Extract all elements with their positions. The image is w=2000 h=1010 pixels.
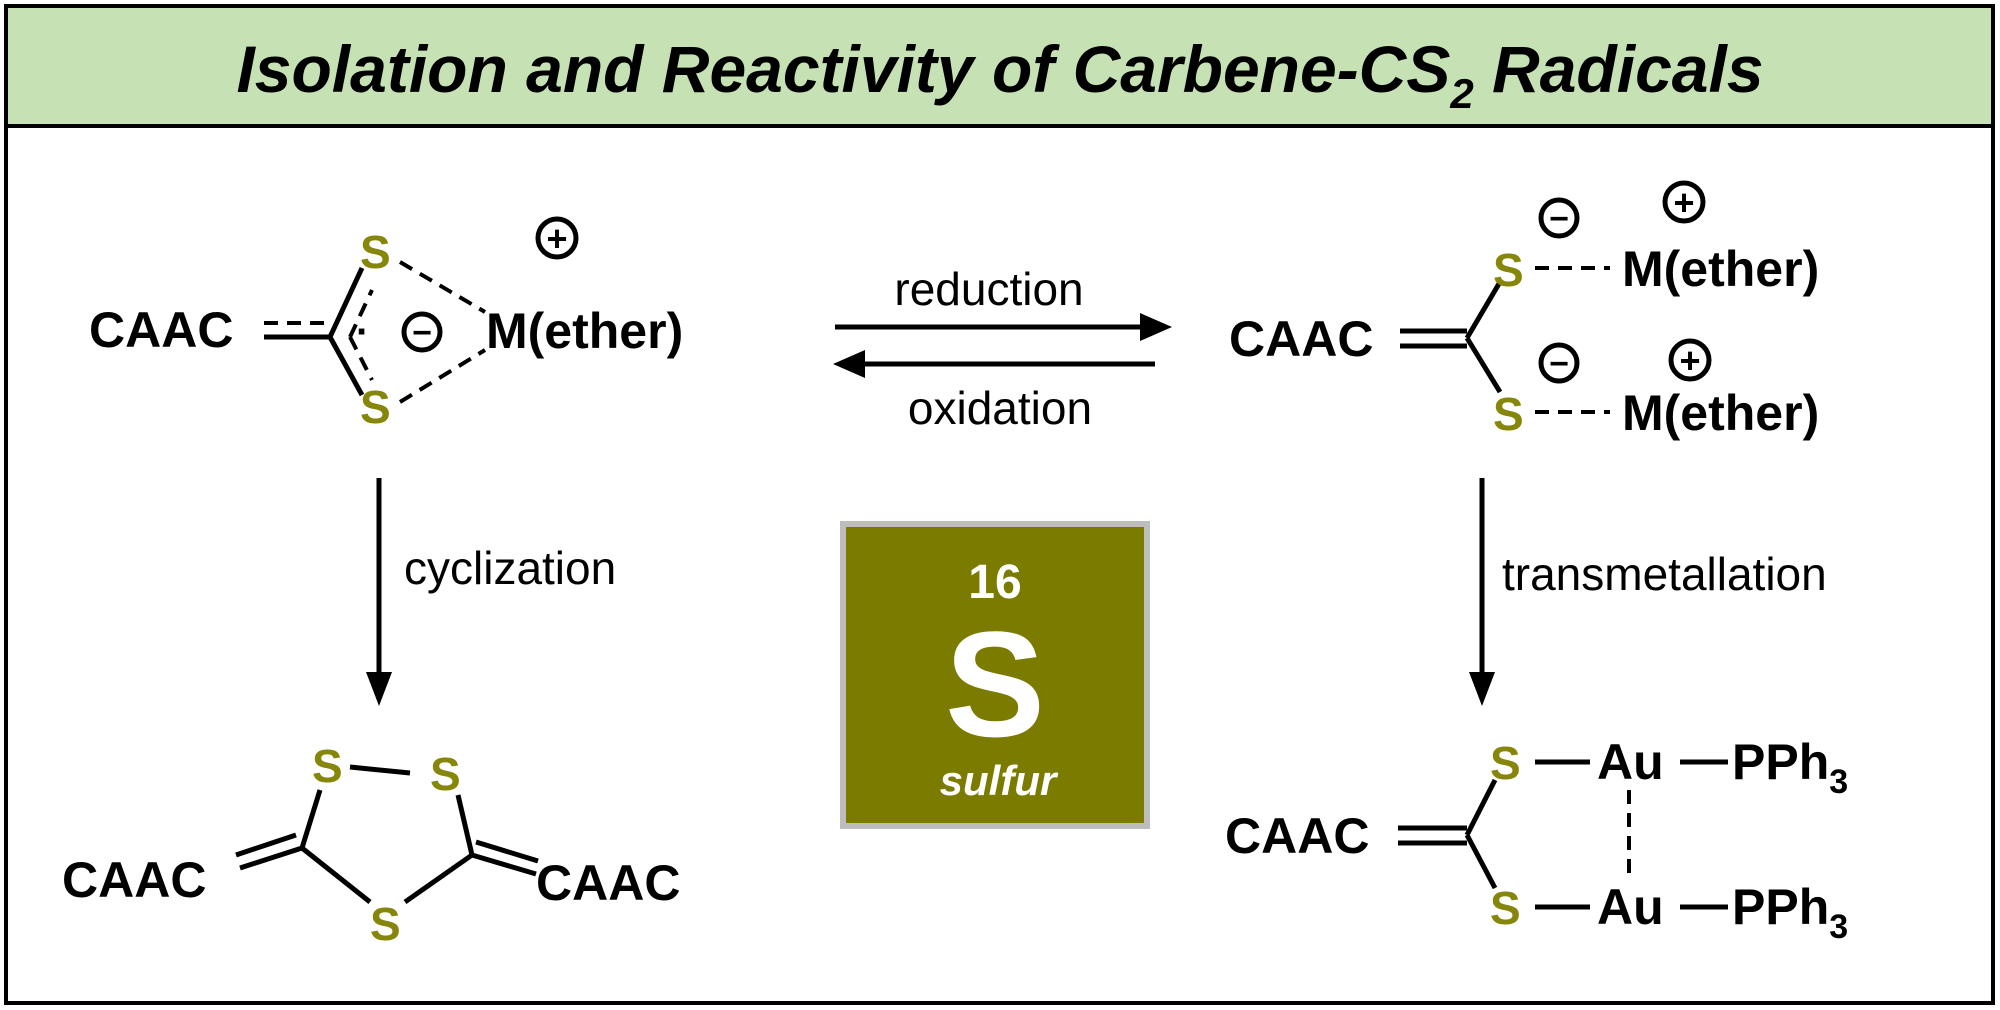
svg-text:S: S — [370, 898, 401, 950]
svg-text:Au: Au — [1597, 734, 1664, 790]
svg-text:16: 16 — [968, 556, 1021, 609]
svg-text:M(ether): M(ether) — [1622, 385, 1819, 441]
svg-text:−: − — [412, 314, 432, 352]
sulfur-element-tile: 16 S sulfur — [840, 521, 1150, 829]
svg-text:−: − — [1549, 200, 1569, 238]
svg-text:S: S — [430, 748, 461, 800]
reduction-label: reduction — [894, 263, 1083, 315]
plus-charge-icon — [535, 216, 579, 260]
svg-text:S: S — [312, 740, 343, 792]
arrow-head-down-icon — [366, 672, 392, 706]
svg-text:CAAC: CAAC — [1225, 808, 1369, 864]
cyclization-label: cyclization — [404, 542, 616, 594]
sulfur-atom: S — [1493, 244, 1524, 296]
minus-charge-icon — [401, 311, 443, 353]
sulfur-atom: S — [360, 381, 391, 433]
cyclized-product: S S S CAAC CAAC — [62, 740, 680, 950]
svg-text:sulfur: sulfur — [940, 757, 1059, 804]
svg-text:CAAC: CAAC — [1229, 311, 1373, 367]
cs2-radical-complex: CAAC · S S − M(ether) + — [89, 216, 683, 433]
svg-text:Au: Au — [1597, 879, 1664, 935]
sulfur-atom: S — [360, 226, 391, 278]
arrow-head-down-icon — [1469, 672, 1495, 706]
arrow-head-left-icon — [833, 350, 865, 378]
svg-text:·: · — [356, 310, 369, 354]
svg-text:CAAC: CAAC — [62, 852, 206, 908]
plus-charge-icon — [1668, 338, 1712, 382]
svg-text:+: + — [1679, 340, 1700, 381]
svg-text:S: S — [1490, 882, 1521, 934]
svg-text:CAAC: CAAC — [89, 302, 233, 358]
gold-product: CAAC S S Au Au PPh3 PPh3 — [1225, 734, 1848, 946]
minus-charge-icon — [1538, 197, 1580, 239]
svg-text:S: S — [945, 600, 1045, 768]
frame — [4, 4, 1995, 1005]
title-banner — [4, 4, 1995, 128]
svg-text:+: + — [1673, 182, 1694, 223]
sulfur-atom: S — [1493, 388, 1524, 440]
svg-text:S: S — [1490, 737, 1521, 789]
svg-text:−: − — [1549, 345, 1569, 383]
svg-text:CAAC: CAAC — [536, 855, 680, 911]
svg-text:+: + — [546, 218, 567, 259]
svg-text:M(ether): M(ether) — [486, 303, 683, 359]
oxidation-label: oxidation — [908, 382, 1092, 434]
svg-text:M(ether): M(ether) — [1622, 241, 1819, 297]
minus-charge-icon — [1538, 342, 1580, 384]
plus-charge-icon — [1662, 180, 1706, 224]
cs2-dianion-complex: CAAC S S M(ether) M(ether) − + − + — [1229, 180, 1819, 441]
svg-text:PPh3: PPh3 — [1732, 879, 1848, 946]
transmetallation-label: transmetallation — [1502, 548, 1827, 600]
title: Isolation and Reactivity of Carbene-CS2 … — [236, 32, 1763, 117]
arrow-head-right-icon — [1140, 313, 1172, 341]
svg-text:PPh3: PPh3 — [1732, 734, 1848, 801]
